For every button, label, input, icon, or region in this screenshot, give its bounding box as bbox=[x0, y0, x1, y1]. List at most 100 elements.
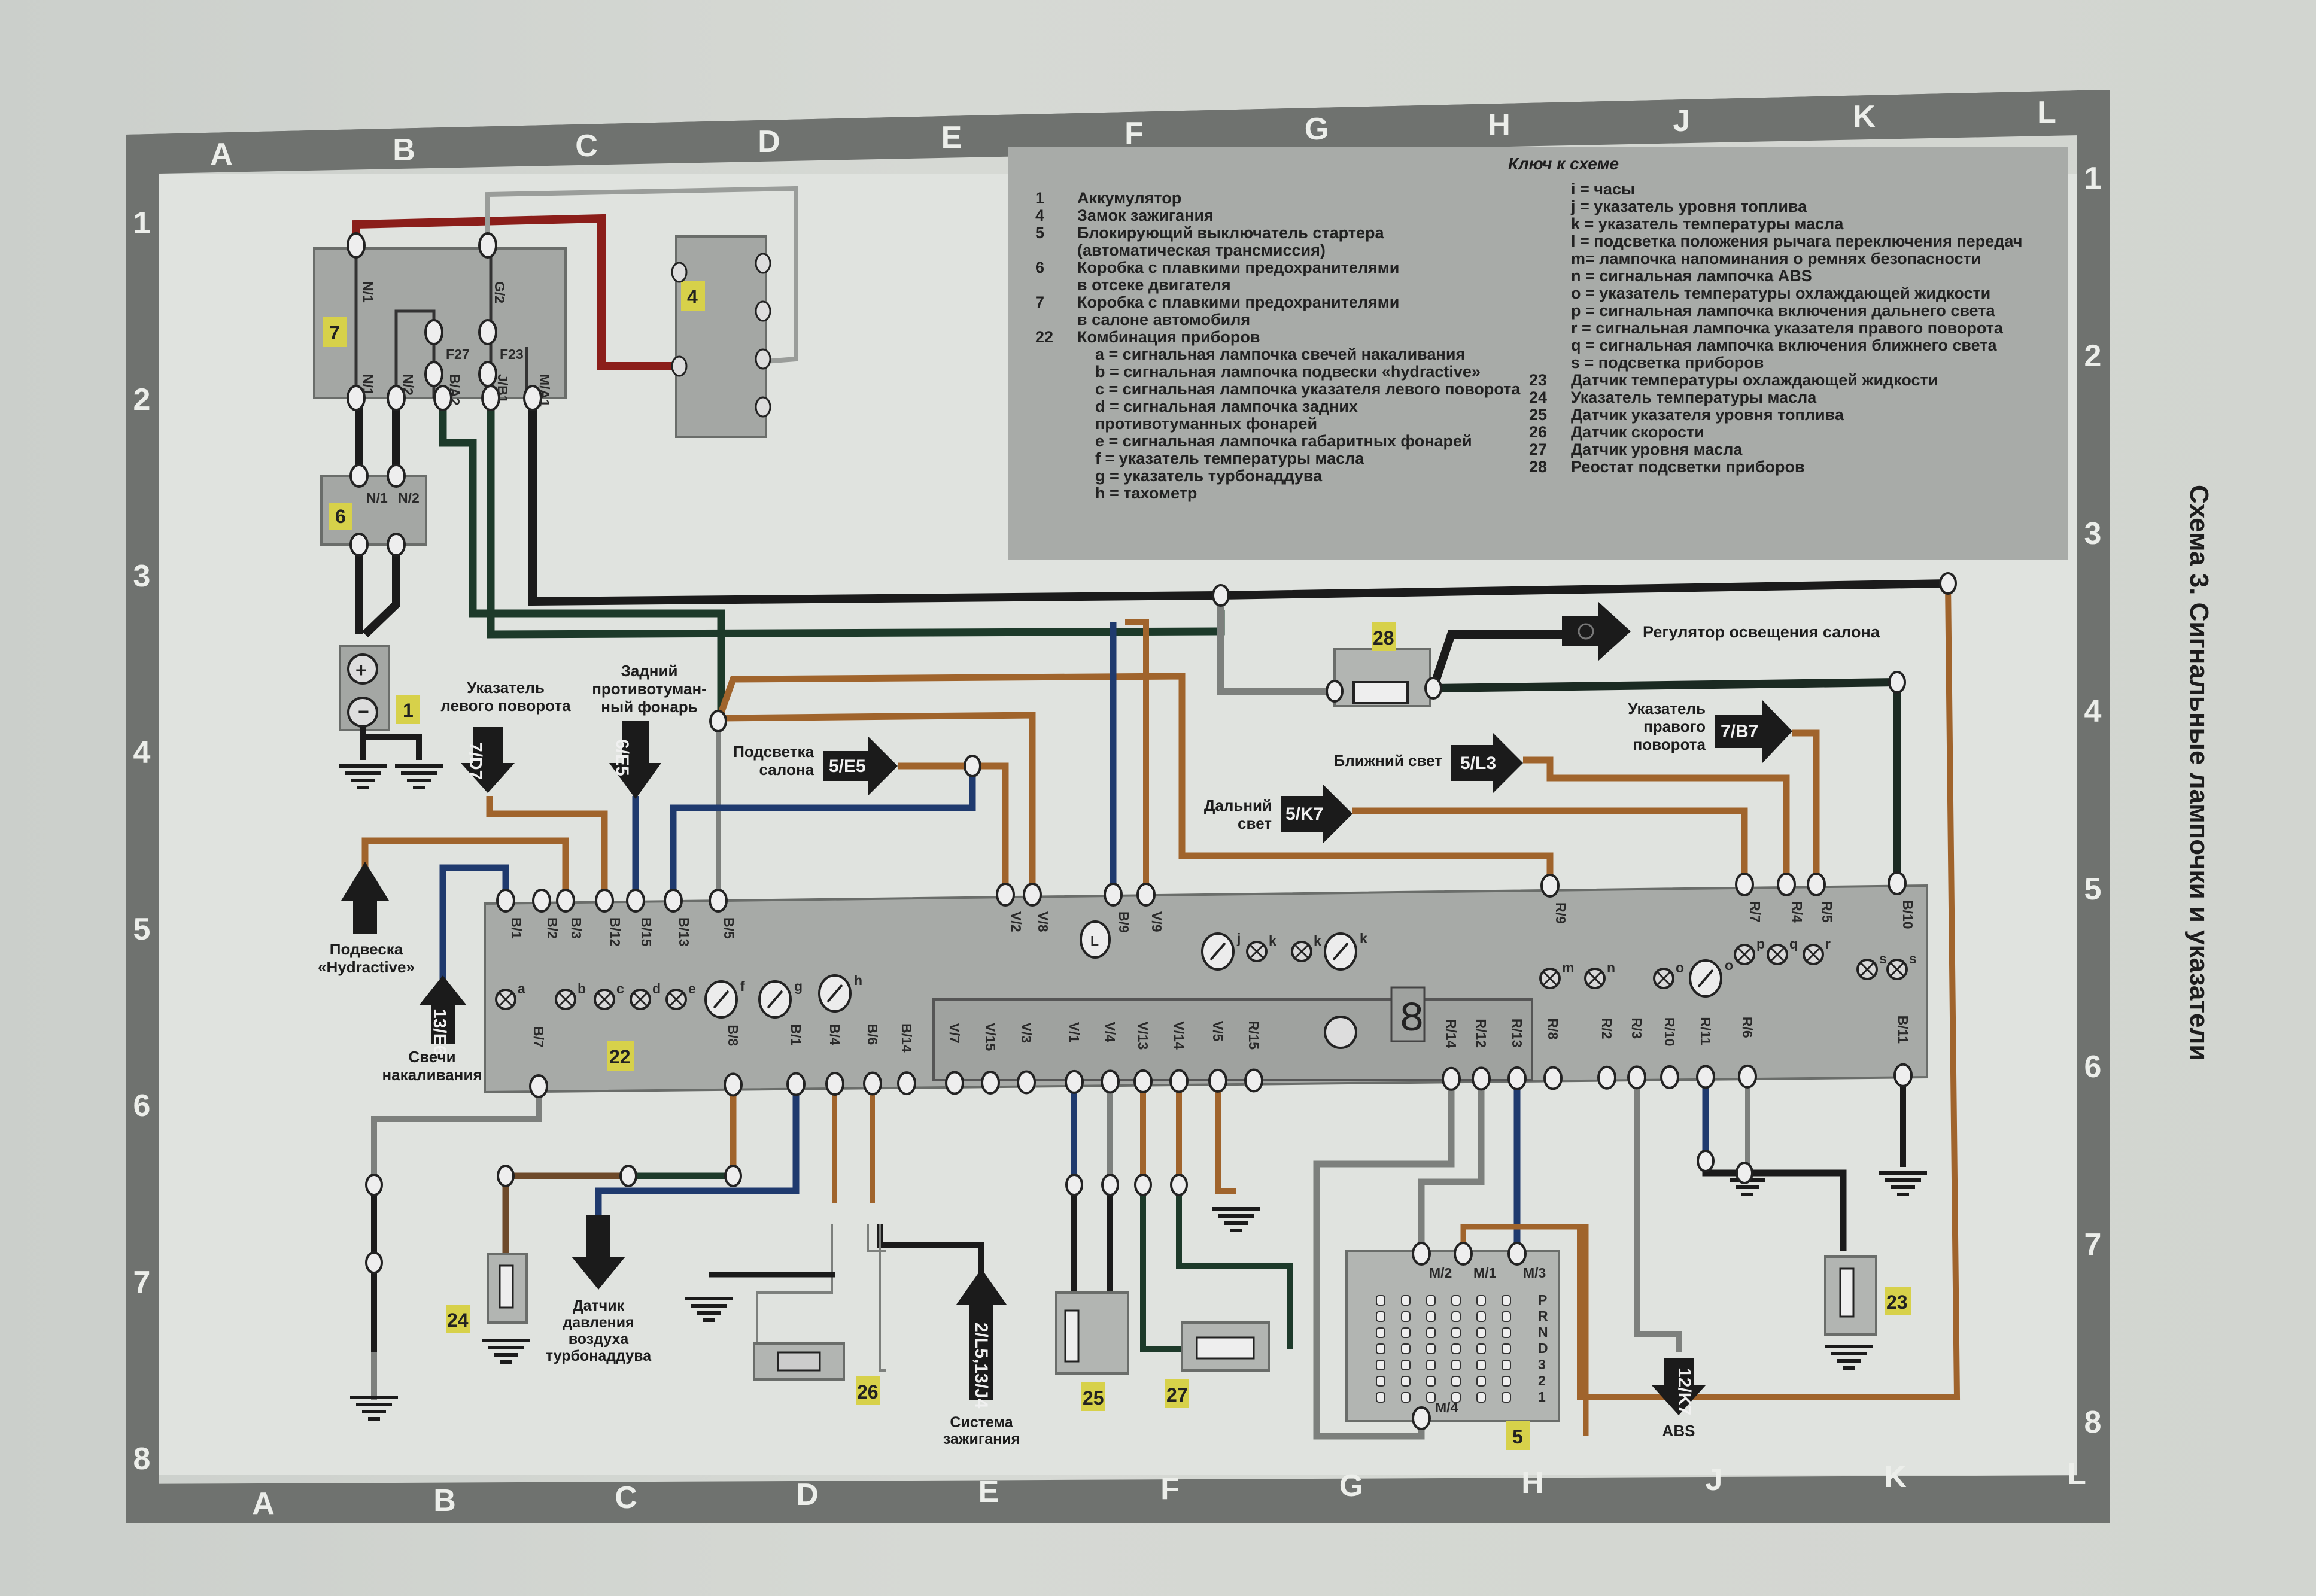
cluster-pin-label: R/15 bbox=[1246, 1020, 1262, 1050]
switch-contact bbox=[1426, 1376, 1436, 1387]
gauge-letter: j bbox=[1236, 931, 1241, 946]
component-number-5: 5 bbox=[1512, 1426, 1523, 1448]
cluster-pin-top bbox=[1777, 873, 1796, 896]
switch-contact bbox=[1476, 1343, 1486, 1354]
component-number-27: 27 bbox=[1166, 1384, 1188, 1406]
eng-fuse-pin-n1: N/1 bbox=[366, 490, 388, 506]
turbo-label-1: Датчик bbox=[573, 1297, 625, 1314]
turbo-label-3: воздуха bbox=[569, 1331, 630, 1348]
switch-contact bbox=[1451, 1360, 1461, 1370]
ignition-label-2: зажигания bbox=[943, 1431, 1020, 1448]
cluster-pin-label: B/6 bbox=[865, 1024, 880, 1045]
cluster-pin-bottom bbox=[897, 1071, 916, 1096]
cluster-pin-top bbox=[626, 889, 645, 913]
coolant-temp-sensor-23: 23 bbox=[1824, 1255, 1911, 1336]
cluster-pin-label: V/14 bbox=[1171, 1021, 1187, 1050]
cluster-pin-label: R/5 bbox=[1819, 901, 1835, 923]
row-label-right-7: 7 bbox=[2084, 1227, 2102, 1262]
column-label-bottom-L: L bbox=[2067, 1457, 2086, 1491]
component-tag-25 bbox=[1081, 1382, 1105, 1411]
lamp-letter: r bbox=[1825, 936, 1831, 951]
cluster-pin-bottom bbox=[724, 1072, 743, 1097]
battery-plus-terminal bbox=[347, 653, 378, 685]
cluster-pin-top bbox=[996, 883, 1015, 907]
wire-brown-m1 bbox=[1460, 1224, 1589, 1436]
lamp-letter: s bbox=[1879, 951, 1887, 966]
gauge-needle-icon bbox=[826, 984, 843, 1003]
cluster-pin-bottom bbox=[1543, 1066, 1563, 1090]
cluster-pin-bottom bbox=[863, 1071, 882, 1096]
row-label-right-5: 5 bbox=[2084, 872, 2102, 907]
key-item-text: m= лампочка напоминания о ремнях безопас… bbox=[1571, 250, 1981, 267]
cluster-pin-label: B/5 bbox=[721, 917, 737, 939]
wire-brown-r5 bbox=[1792, 729, 1820, 886]
component-number-24: 24 bbox=[447, 1309, 469, 1331]
wire-junction bbox=[1736, 1162, 1753, 1184]
arrow-right-icon bbox=[823, 736, 898, 796]
fuse-label-f23: F23 bbox=[500, 346, 524, 362]
cluster-pin-top bbox=[1735, 873, 1754, 896]
connector-ref-left-turn: 7/D7 bbox=[466, 742, 485, 780]
key-item-text: Датчик уровня масла bbox=[1571, 440, 1743, 458]
connector-right-turn: 7/B7 Указатель правого поворота bbox=[1628, 700, 1792, 763]
gear-display-digit: 8 bbox=[1399, 996, 1424, 1044]
connector-label-low-beam: Ближний свет bbox=[1334, 752, 1443, 770]
connector-turbo-sensor: Датчик давления воздуха турбонаддува bbox=[546, 1215, 652, 1364]
cluster-pin-top bbox=[1136, 883, 1156, 907]
column-label-D: D bbox=[758, 124, 780, 159]
fuse-box-pin-label: N/2 bbox=[400, 374, 416, 396]
right-turn-label-2: правого bbox=[1643, 718, 1706, 735]
cluster-pin-label: B/1 bbox=[509, 917, 524, 939]
connector-high-beam: 5/K7 Дальний свет bbox=[1204, 784, 1352, 844]
row-label-right-3: 3 bbox=[2084, 516, 2102, 551]
row-label-4: 4 bbox=[133, 735, 151, 770]
key-item-text: l = подсветка положения рычага переключе… bbox=[1571, 232, 2022, 250]
switch-contact bbox=[1401, 1311, 1411, 1322]
key-item-text: k = указатель температуры масла bbox=[1571, 215, 1844, 233]
lamp-icon bbox=[1578, 623, 1594, 640]
lamp-letter: o bbox=[1676, 960, 1684, 975]
column-label-J: J bbox=[1673, 104, 1691, 138]
column-label-K: K bbox=[1853, 99, 1876, 134]
cluster-pin-label: B/8 bbox=[725, 1025, 741, 1046]
connector-label-left-turn-2: левого поворота bbox=[440, 697, 571, 715]
lamp-letter: p bbox=[1756, 936, 1765, 951]
wire-grey-r12 bbox=[1418, 1086, 1485, 1254]
right-turn-label-3: поворота bbox=[1633, 735, 1706, 753]
component-number-25: 25 bbox=[1083, 1387, 1104, 1409]
column-label-bottom-A: A bbox=[252, 1486, 275, 1521]
cluster-pin-bottom bbox=[1627, 1065, 1646, 1090]
switch-contact bbox=[1502, 1295, 1511, 1306]
lamp-letter: q bbox=[1789, 936, 1798, 951]
lamp-letter: s bbox=[1909, 951, 1917, 966]
cluster-pin-label: B/3 bbox=[569, 917, 584, 939]
rheostat-element bbox=[1352, 681, 1409, 704]
switch-contact bbox=[1426, 1311, 1436, 1322]
key-item-text: Указатель температуры масла bbox=[1571, 388, 1817, 406]
arrow-right-icon bbox=[1562, 601, 1631, 661]
battery-minus-terminal bbox=[347, 697, 378, 728]
fuse-label-f27: F27 bbox=[446, 346, 470, 362]
gauge-letter: o bbox=[1725, 957, 1733, 973]
wire-brown-v9 bbox=[1125, 619, 1149, 895]
cluster-pin-label: B/4 bbox=[827, 1024, 843, 1045]
cluster-pin-top bbox=[664, 889, 683, 913]
wire-junction bbox=[365, 1251, 383, 1274]
ground-icon bbox=[1879, 1171, 1927, 1196]
glow-plugs-label-1: Свечи bbox=[408, 1048, 455, 1066]
component-number-28: 28 bbox=[1373, 627, 1394, 649]
switch-contact bbox=[1451, 1343, 1461, 1354]
cluster-pin-top bbox=[1023, 883, 1042, 907]
cluster-pin-top bbox=[1888, 871, 1907, 895]
wire-junction bbox=[1212, 584, 1230, 607]
row-label-2: 2 bbox=[133, 382, 151, 417]
cluster-pin-bottom bbox=[1017, 1070, 1036, 1095]
rear-fog-label-3: ный фонарь bbox=[601, 698, 697, 716]
fuse-box-pin-label: N/1 bbox=[360, 374, 376, 396]
rheostat-28: 28 bbox=[1333, 622, 1431, 707]
starter-switch-pin bbox=[1412, 1242, 1431, 1266]
fuse-box-pin-label: M/A1 bbox=[537, 374, 552, 407]
switch-contact bbox=[1476, 1295, 1486, 1306]
minus-icon: − bbox=[358, 701, 369, 722]
